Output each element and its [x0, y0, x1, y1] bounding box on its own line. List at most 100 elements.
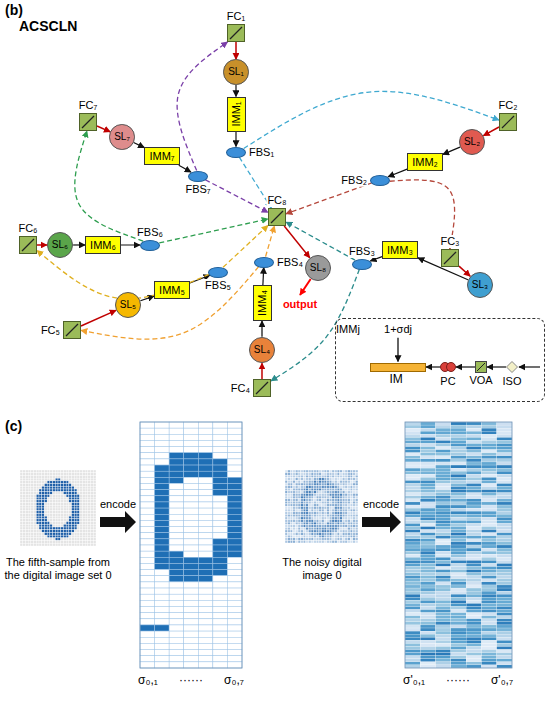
pixel	[72, 494, 75, 497]
pixel	[301, 473, 304, 476]
pixel	[295, 535, 298, 538]
pixel	[324, 530, 327, 533]
matrix-cell	[436, 434, 451, 437]
matrix-cell	[466, 444, 481, 447]
matrix-cell	[155, 533, 170, 539]
pixel	[295, 538, 298, 541]
pixel	[61, 481, 64, 484]
matrix-cell	[451, 422, 466, 425]
pixel	[61, 538, 64, 541]
matrix-cell	[184, 434, 199, 440]
pixel	[61, 530, 64, 533]
pixel	[25, 478, 28, 481]
pixel	[311, 478, 314, 481]
matrix-cell	[436, 422, 451, 425]
pixel	[355, 535, 358, 538]
pixel	[314, 483, 317, 486]
pixel	[47, 470, 50, 473]
matrix-cell	[184, 490, 199, 496]
pixel	[82, 532, 85, 535]
pixel	[36, 489, 39, 492]
pixel	[31, 484, 34, 487]
pixel	[293, 538, 296, 541]
pixel	[348, 527, 351, 530]
pixel	[332, 525, 335, 528]
pixel	[301, 470, 304, 473]
pixel	[88, 535, 91, 538]
pixel	[316, 520, 319, 523]
pixel	[295, 493, 298, 496]
pixel	[324, 473, 327, 476]
matrix-cell	[436, 440, 451, 443]
pixel	[324, 514, 327, 517]
matrix-cell	[420, 453, 435, 456]
pixel	[91, 524, 94, 527]
pixel	[348, 493, 351, 496]
pixel	[39, 492, 42, 495]
pixel	[345, 488, 348, 491]
pixel	[23, 541, 26, 544]
matrix-cell	[466, 447, 481, 450]
pixel	[332, 514, 335, 517]
pixel	[72, 511, 75, 514]
pixel	[290, 527, 293, 530]
pixel	[69, 505, 72, 508]
pixel	[308, 478, 311, 481]
pixel	[335, 522, 338, 525]
pixel	[311, 538, 314, 541]
pixel	[72, 492, 75, 495]
pixel	[322, 538, 325, 541]
matrix-cell	[169, 533, 184, 539]
pixel	[72, 486, 75, 489]
pixel	[329, 512, 332, 515]
pixel	[301, 533, 304, 536]
matrix-cell	[420, 480, 435, 483]
matrix-cell	[213, 570, 228, 576]
pixel	[91, 478, 94, 481]
matrix-cell	[184, 607, 199, 613]
pixel	[311, 514, 314, 517]
matrix-cell	[198, 533, 213, 539]
pixel	[327, 530, 330, 533]
matrix-cell	[436, 465, 451, 468]
pixel	[290, 520, 293, 523]
pixel	[85, 541, 88, 544]
matrix-cell	[198, 563, 213, 569]
pixel	[61, 489, 64, 492]
pixel	[290, 501, 293, 504]
pixel	[355, 530, 358, 533]
pixel	[306, 538, 309, 541]
pixel	[53, 516, 56, 519]
matrix-cell	[227, 539, 242, 545]
pixel	[319, 473, 322, 476]
pixel	[298, 522, 301, 525]
pixel	[36, 508, 39, 511]
pixel	[88, 530, 91, 533]
matrix-cell	[140, 588, 155, 594]
pixel	[298, 509, 301, 512]
pixel	[23, 524, 26, 527]
pixel	[77, 519, 80, 522]
pixel	[350, 491, 353, 494]
matrix-cell	[227, 594, 242, 600]
pixel	[28, 470, 31, 473]
pixel	[47, 530, 50, 533]
matrix-cell	[213, 643, 228, 649]
pixel	[288, 507, 291, 510]
pixel	[23, 470, 26, 473]
pixel	[288, 504, 291, 507]
pixel	[42, 508, 45, 511]
pixel	[28, 505, 31, 508]
pixel	[298, 473, 301, 476]
matrix-cell	[169, 422, 184, 428]
pixel	[348, 520, 351, 523]
matrix-cell	[184, 508, 199, 514]
pixel	[340, 493, 343, 496]
pixel	[322, 520, 325, 523]
pixel	[355, 504, 358, 507]
matrix-cell	[227, 551, 242, 557]
pixel	[348, 514, 351, 517]
pixel	[63, 473, 66, 476]
pixel	[306, 480, 309, 483]
pixel	[88, 497, 91, 500]
